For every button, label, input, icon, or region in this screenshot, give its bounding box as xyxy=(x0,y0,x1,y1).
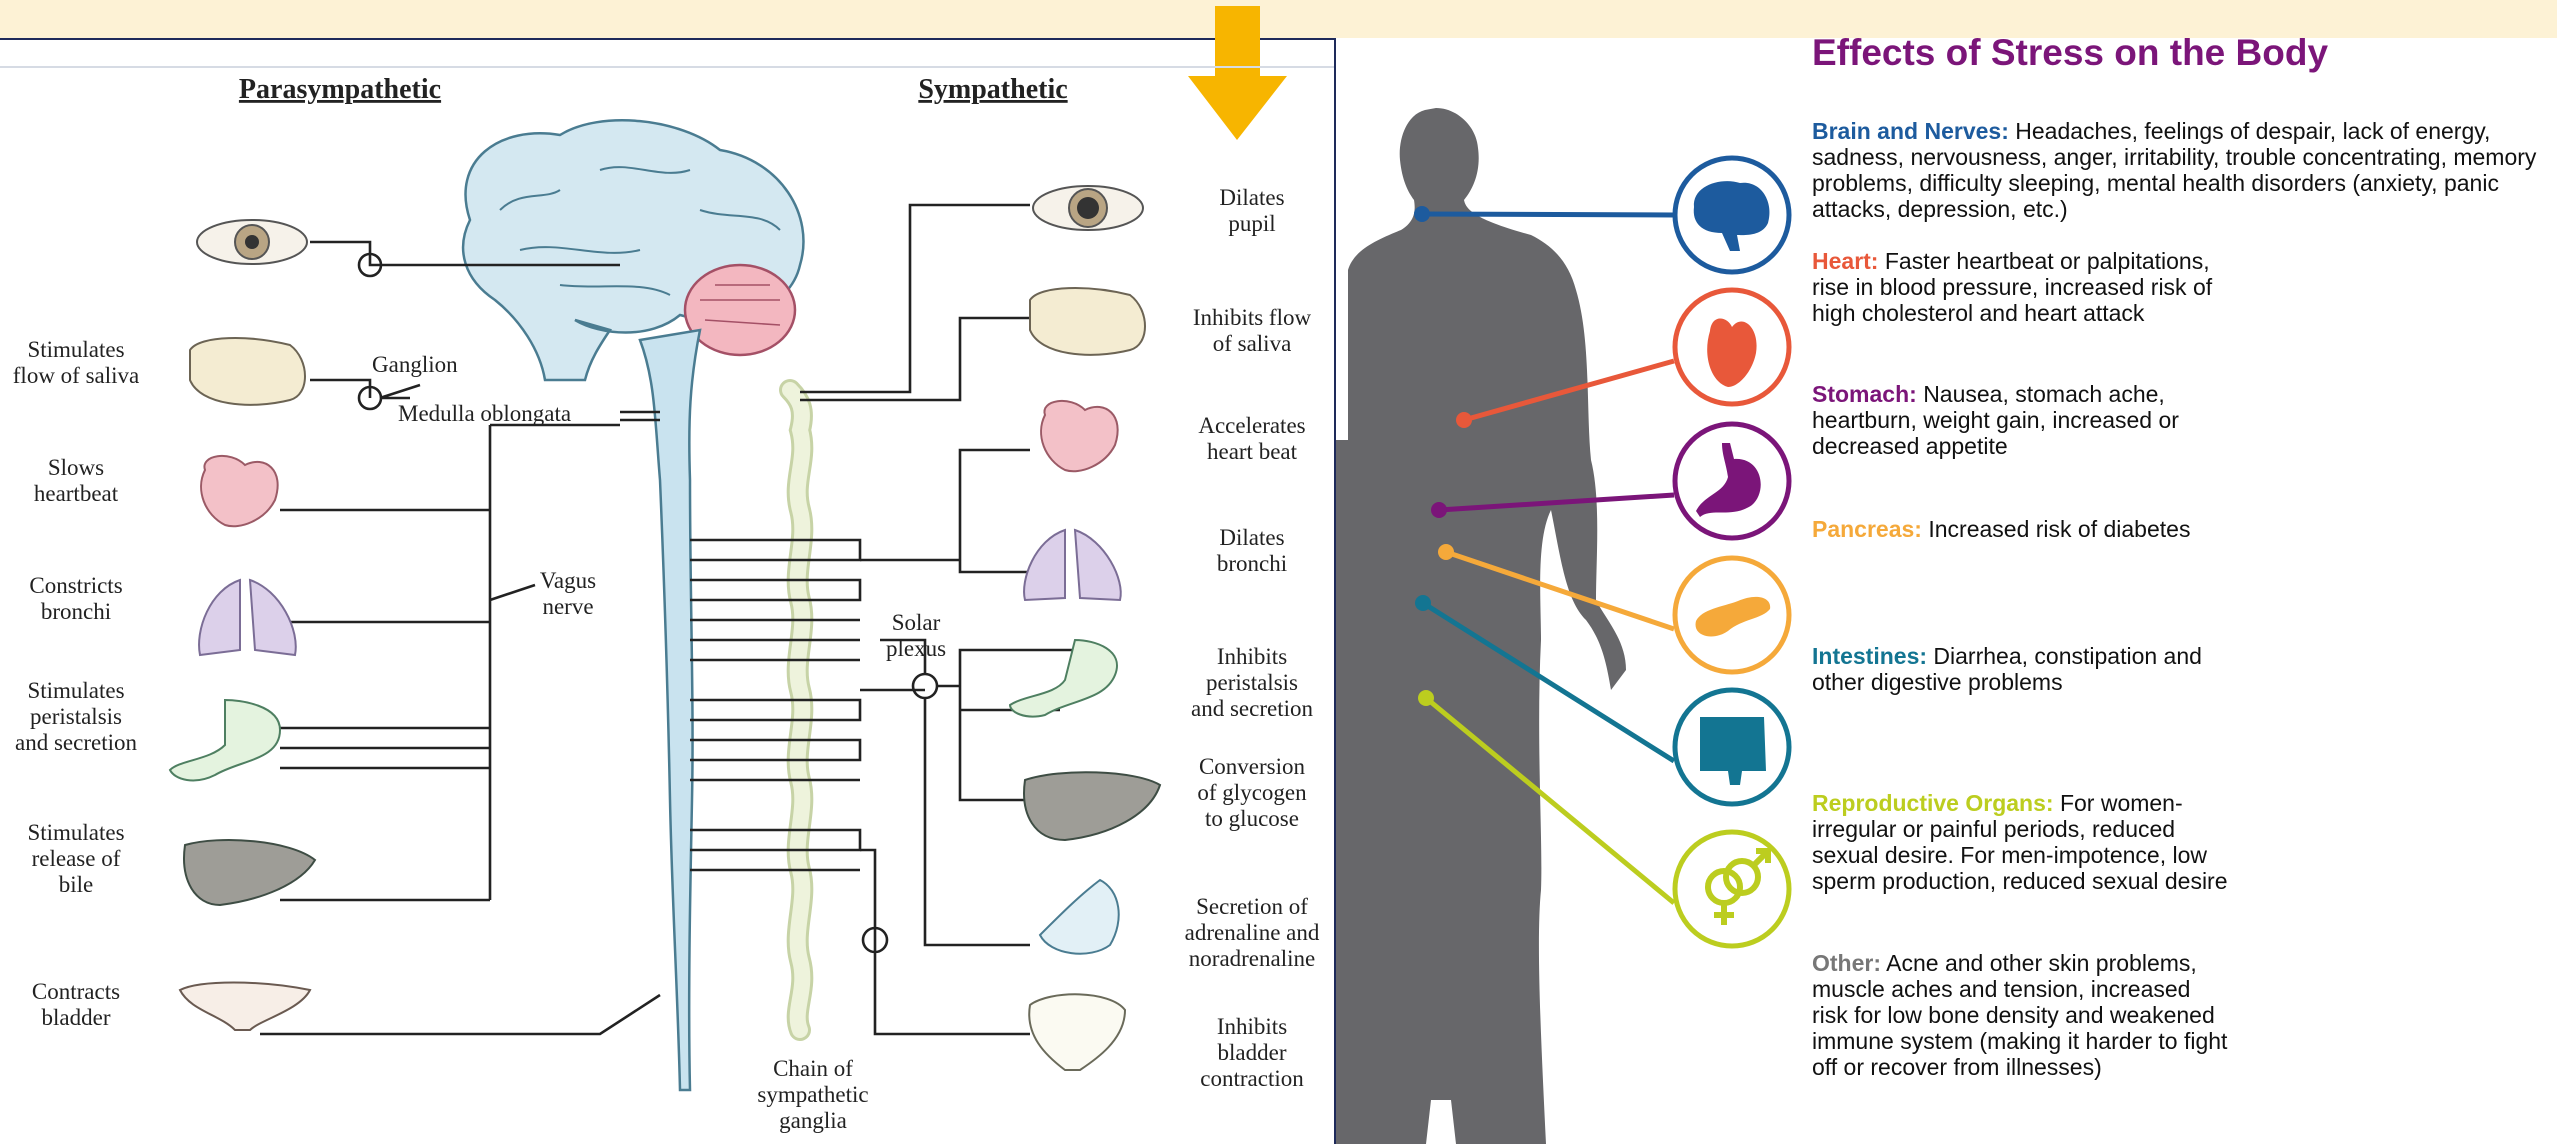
adrenal-gland-icon xyxy=(1040,880,1119,954)
salivary-gland-icon xyxy=(1030,288,1145,355)
effect-label: Inhibits flow xyxy=(1193,305,1312,330)
effect-label: bladder xyxy=(42,1005,111,1030)
parasympathetic-header: Parasympathetic xyxy=(239,74,441,105)
body-point xyxy=(1431,502,1447,518)
effect-description: Stomach: Nausea, stomach ache, heartburn… xyxy=(1812,381,2232,459)
salivary-gland-icon xyxy=(190,338,305,405)
effect-label: and secretion xyxy=(15,730,137,755)
liver-icon xyxy=(184,840,315,905)
connector-line xyxy=(1422,214,1674,215)
sympathetic-chain xyxy=(790,390,802,1030)
heart-organ-icon xyxy=(201,456,278,526)
lungs-icon xyxy=(1024,530,1121,600)
body-point xyxy=(1418,690,1434,706)
effect-label: Constricts xyxy=(29,573,122,598)
vagus-label: nerve xyxy=(542,594,593,619)
human-silhouette xyxy=(1336,108,1626,1144)
vagus-label: Vagus xyxy=(540,568,596,593)
effect-label: bile xyxy=(59,872,94,897)
effect-label: pupil xyxy=(1228,211,1275,236)
brain-illustration xyxy=(463,120,803,380)
nervous-system-panel: Parasympathetic Sympathetic xyxy=(0,40,1336,1144)
effect-label: noradrenaline xyxy=(1189,946,1315,971)
bladder-icon xyxy=(1029,994,1125,1070)
heart-organ-icon xyxy=(1041,401,1118,471)
effect-label: peristalsis xyxy=(1206,670,1298,695)
eye-icon xyxy=(1033,186,1143,230)
solar-plexus-node xyxy=(913,674,937,698)
eye-icon xyxy=(197,220,307,264)
effect-description: Heart: Faster heartbeat or palpitations,… xyxy=(1812,248,2232,326)
effect-description: Pancreas: Increased risk of diabetes xyxy=(1812,516,2232,542)
effect-name: Other: xyxy=(1812,950,1881,976)
body-point xyxy=(1414,206,1430,222)
effect-label: Accelerates xyxy=(1198,413,1305,438)
effect-label: Dilates xyxy=(1219,185,1284,210)
effect-label: of glycogen xyxy=(1197,780,1307,805)
effect-label: Stimulates xyxy=(27,337,124,362)
sympathetic-header: Sympathetic xyxy=(918,74,1067,105)
effect-description: Intestines: Diarrhea, constipation and o… xyxy=(1812,643,2232,695)
effect-label: bladder xyxy=(1218,1040,1287,1065)
effect-name: Brain and Nerves: xyxy=(1812,118,2009,144)
effect-label: contraction xyxy=(1200,1066,1304,1091)
stomach-organ-icon xyxy=(170,700,280,780)
liver-icon xyxy=(1024,772,1160,840)
effect-label: heart beat xyxy=(1207,439,1298,464)
effect-label: Contracts xyxy=(32,979,120,1004)
effect-label: flow of saliva xyxy=(13,363,139,388)
effect-label: Inhibits xyxy=(1217,644,1287,669)
effect-label: and secretion xyxy=(1191,696,1313,721)
effect-label: Slows xyxy=(48,455,104,480)
effect-label: Conversion xyxy=(1199,754,1306,779)
body-point xyxy=(1415,595,1431,611)
medulla-label: Medulla oblongata xyxy=(398,401,571,426)
chain-label: ganglia xyxy=(779,1108,847,1133)
effect-name: Heart: xyxy=(1812,248,1878,274)
ganglion-label: Ganglion xyxy=(372,352,458,377)
effect-name: Pancreas: xyxy=(1812,516,1922,542)
chain-label: Chain of xyxy=(773,1056,853,1081)
effect-label: peristalsis xyxy=(30,704,122,729)
effect-name: Stomach: xyxy=(1812,381,1917,407)
parasympathetic-connectors xyxy=(260,242,660,1034)
effect-label: Secretion of xyxy=(1196,894,1308,919)
effect-label: Dilates xyxy=(1219,525,1284,550)
body-point xyxy=(1438,544,1454,560)
effect-label: of saliva xyxy=(1213,331,1292,356)
cerebellum xyxy=(685,265,795,355)
bladder-icon xyxy=(180,983,310,1031)
chain-label: sympathetic xyxy=(757,1082,868,1107)
effect-description: Other: Acne and other skin problems, mus… xyxy=(1812,950,2232,1080)
body-point xyxy=(1456,412,1472,428)
effect-label: to glucose xyxy=(1205,806,1299,831)
effect-name: Reproductive Organs: xyxy=(1812,790,2054,816)
effect-name: Intestines: xyxy=(1812,643,1927,669)
effect-label: Inhibits xyxy=(1217,1014,1287,1039)
effect-description: Brain and Nerves: Headaches, feelings of… xyxy=(1812,118,2552,222)
stomach-organ-icon xyxy=(1010,640,1117,717)
effect-label: bronchi xyxy=(41,599,111,624)
effect-label: release of xyxy=(32,846,121,871)
spinal-cord xyxy=(640,330,700,1090)
effect-text: Increased risk of diabetes xyxy=(1928,516,2190,542)
effect-label: bronchi xyxy=(1217,551,1287,576)
lungs-icon xyxy=(199,580,296,655)
effect-label: Stimulates xyxy=(27,820,124,845)
effect-label: adrenaline and xyxy=(1185,920,1320,945)
solar-plexus-label: Solar xyxy=(892,610,941,635)
nervous-system-diagram: Parasympathetic Sympathetic xyxy=(0,40,1336,1144)
effect-description: Reproductive Organs: For women- irregula… xyxy=(1812,790,2232,894)
effect-label: Stimulates xyxy=(27,678,124,703)
solar-plexus-label: plexus xyxy=(886,636,946,661)
effect-label: heartbeat xyxy=(34,481,119,506)
